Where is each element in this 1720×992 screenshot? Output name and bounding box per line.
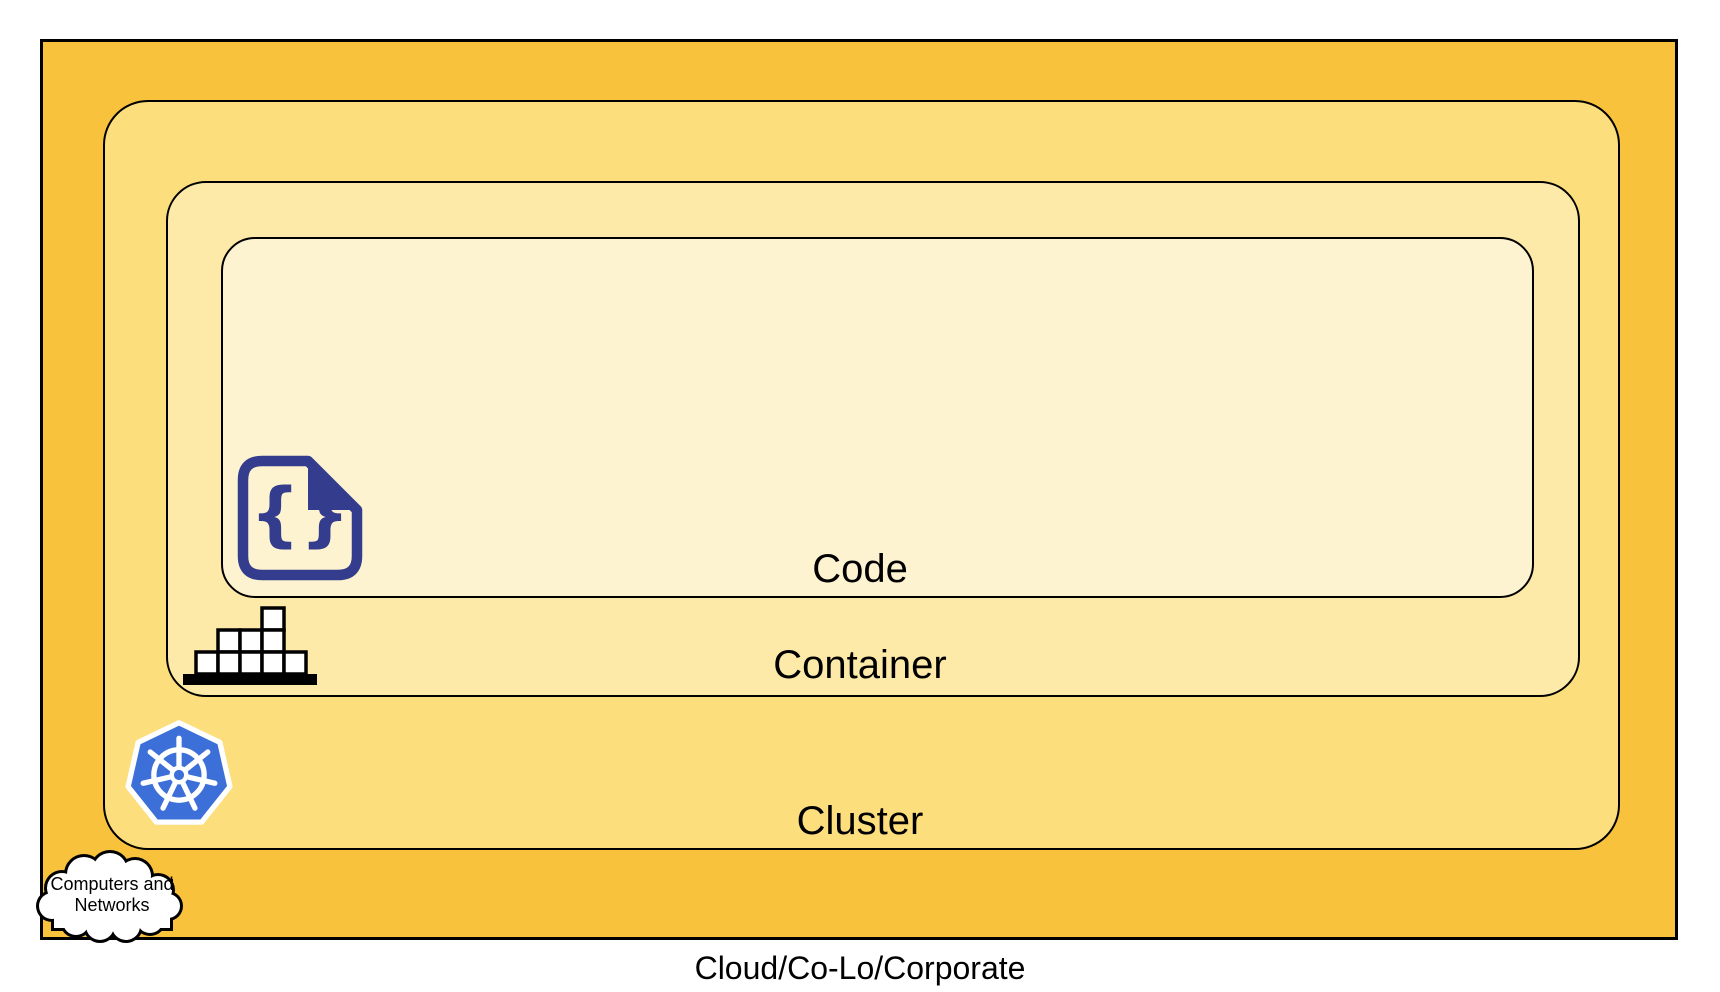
layer-code-box: [221, 237, 1534, 598]
cluster-label: Cluster: [796, 799, 924, 843]
cloud-body: [39, 853, 180, 940]
container-label: Container: [773, 643, 947, 687]
container-base-bar: [183, 674, 317, 685]
cloud-icon: Computers and Networks: [36, 846, 188, 946]
kubernetes-helm-icon: [119, 715, 239, 835]
container-crates: [194, 606, 308, 676]
code-label: Code: [812, 547, 908, 591]
cloud-callout-line1: Computers and: [50, 874, 173, 894]
container-stack-icon: [183, 606, 317, 686]
code-file-icon: {}: [237, 455, 363, 581]
kubernetes-heptagon: [125, 720, 233, 825]
code-file-outline: [237, 455, 363, 581]
cloud-callout-line2: Networks: [74, 895, 149, 915]
datacenter-label: Cloud/Co-Lo/Corporate Datacenter: [0, 868, 1720, 992]
datacenter-label-line1: Cloud/Co-Lo/Corporate: [694, 950, 1026, 986]
kubernetes-wheel: [140, 735, 218, 811]
code-file-fold-corner: [308, 461, 357, 510]
code-braces-glyph: {}: [250, 473, 350, 555]
